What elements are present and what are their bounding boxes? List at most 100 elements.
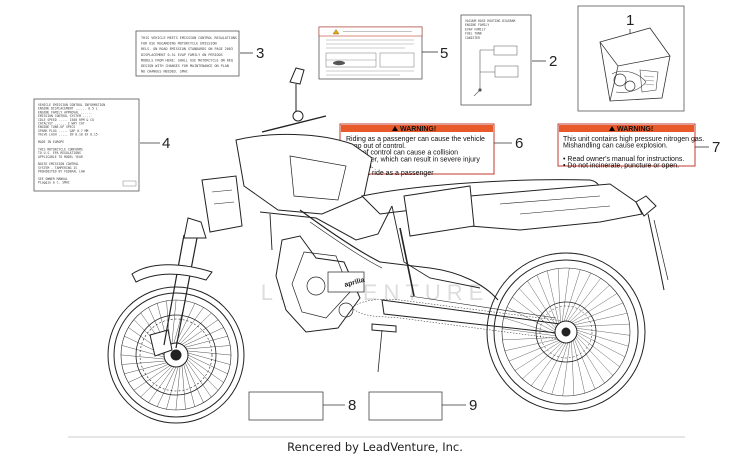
blank-label-8[interactable] [248,391,324,421]
label4-line: ENGINE FAMILY APPROVAL ...... [38,110,92,114]
label6-line: or rollover, which can result in severe … [346,156,480,163]
label2-line: ENGINE FAMILY [465,23,489,27]
wheel-spoke [576,331,625,358]
label4-line: NOISE EMISSION CONTROL [38,162,79,166]
label3-line: DESIGN WITH CHANGES FOR MAINTENANCE ON P… [141,64,229,68]
label4-line: SYSTEM - TAMPERING IS [38,166,77,170]
wheel-spoke [562,342,570,396]
wheel-spoke [187,356,224,383]
wheel-spoke [186,345,231,350]
wheel-spoke [527,280,557,327]
wheel-spoke [572,340,585,394]
label6-line: Loss of control can cause a collision [346,150,458,157]
label4-line: IDLE SPEED ..... 1500 RPM & CO [38,118,94,122]
wheel-spoke [514,341,561,371]
label4-line: VALVE LASH ..... IN 0.10 EX 0.15 [38,133,98,137]
label-kit-1[interactable]: 1 [577,5,685,112]
wheel-spoke [183,364,195,407]
wheel-spoke [563,269,581,322]
wheel-spoke [181,365,186,410]
label3-line: DISPLACEMENT 0.5L EVAP FAMILY ON PERIODS [141,53,223,57]
label6-line: Riding as a passenger can cause the vehi… [346,136,485,143]
rear-wheel [486,252,646,412]
label6-title: WARNING! [400,126,436,133]
label4-line: EMISSION CONTROL SYSTEM ..... [38,114,92,118]
callout-4: 4 [162,135,170,152]
wheel-spoke [187,352,231,365]
wheel-spoke [540,342,567,391]
wheel-spoke [569,284,610,322]
label4-line: SEE OWNER MANUAL [38,177,68,181]
front-wheel [107,286,245,424]
wheel-spoke [518,288,556,329]
wheel-spoke [576,335,614,376]
label7-line: • Read owner's manual for instructions. [563,156,684,163]
label7-line: • Do not incinerate, puncture or open. [563,162,679,169]
label2-line: FUEL TANK [465,32,482,36]
wheel-spoke [522,342,563,380]
callout-5: 5 [440,45,448,62]
callout-6: 6 [515,135,523,152]
label3-line: MODELS FROM HERE: SHALL USE MOTORCYCLE O… [141,58,233,62]
wheel-spoke [547,270,560,324]
label7-title: WARNING! [617,126,653,133]
wheel-spoke [166,366,179,410]
wheel-spoke [177,307,204,344]
wheel-spoke [175,366,181,411]
wheel-spoke [186,360,212,398]
label4-line: TO U.S. EPA REGULATIONS [38,151,81,155]
wheel-spoke [567,278,601,322]
wheel-spoke [557,268,561,323]
wheel-spoke [502,328,556,336]
footer-credit: Rencered by LeadVenture, Inc. [287,440,463,454]
emission-label-3[interactable]: THIS VEHICLE MEETS EMISSION CONTROL REGU… [135,30,240,77]
label4-line: ENGINE TUNE-UP SPECS [38,125,75,129]
tire-label-5[interactable] [318,26,423,80]
label4-line: MADE IN EUROPE [38,140,64,144]
label7-line: Mishandling can cause explosion. [563,143,668,150]
label4-line: PROHIBITED BY FEDERAL LAW [38,170,85,174]
wheel-spoke [565,273,592,322]
label3-line: THIS VEHICLE MEETS EMISSION CONTROL REGU… [141,36,237,40]
emission-label-4[interactable]: VEHICLE EMISSION CONTROL INFORMATION ENGI… [33,98,140,192]
label4-line: VEHICLE EMISSION CONTROL INFORMATION [38,103,105,107]
label4-line: SPARK PLUG ..... GAP 0.7 MM [38,129,88,133]
wheel-spoke [576,329,629,347]
wheel-spoke [175,303,196,344]
label3-line: NO CHANGES NEEDED. SMAC [141,70,188,74]
wheel-spoke [508,340,559,362]
wheel-spoke [571,341,575,396]
wheel-spoke [574,313,628,326]
label2-line: EVAP FAMILY [465,27,486,31]
wheel-spoke [504,338,558,351]
label3-line: FOR USE REGARDING MOTORCYCLE EMISSION [141,42,217,46]
wheel-spoke [121,360,166,365]
wheel-spoke [171,299,177,344]
wheel-spoke [531,342,565,386]
label6-line: to go out of control. [346,143,406,150]
wheel-spoke [133,365,171,391]
wheel-spoke [551,342,569,395]
wheel-spoke [512,297,556,331]
label2-line: CANISTER [465,36,480,40]
nitrogen-warning-label-7[interactable]: WARNING! This unit contains high pressur… [557,123,704,169]
wheel-spoke [503,317,556,335]
wheel-spoke [185,362,204,403]
label7-line: This unit contains high pressure nitroge… [563,136,704,143]
wheel-spoke [128,364,169,383]
wheel-spoke [187,358,219,391]
wheel-spoke [148,366,175,403]
label2-line: VACUUM HOSE ROUTING DIAGRAM [465,19,515,23]
wheel-spoke [536,274,558,325]
wheel-spoke [571,293,618,323]
wheel-spoke [576,333,620,367]
wheel-spoke [156,366,177,407]
blank-label-9[interactable] [368,391,443,421]
wheel-spoke [576,328,630,336]
callout-8: 8 [348,397,356,414]
callout-3: 3 [256,45,264,62]
wheel-spoke [574,339,596,390]
wheel-spoke [507,306,556,333]
